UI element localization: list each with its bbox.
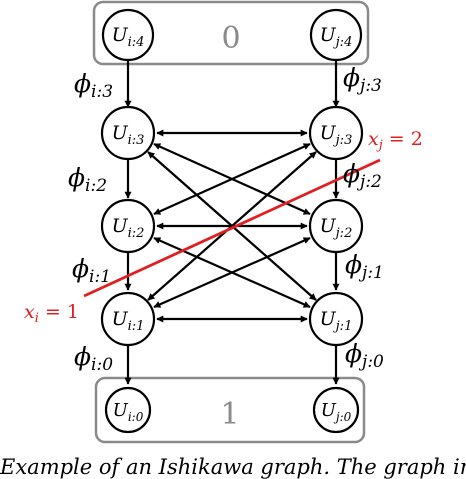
node-j2-circle <box>308 198 364 254</box>
node-i1-sub: i:1 <box>128 319 145 334</box>
nodes: Ui:4 Uj:4 Ui:3 Uj:3 Ui:2 <box>100 8 364 434</box>
label-phi-i1-sub: i:1 <box>89 267 111 287</box>
cut-line <box>83 158 381 298</box>
label-phi-j1-base: ϕ <box>345 250 362 279</box>
node-i4: Ui:4 <box>101 8 155 62</box>
group-top-box <box>92 0 370 66</box>
node-j0: Uj:0 <box>312 386 360 434</box>
node-j4-label: Uj:4 <box>320 24 353 50</box>
node-i3-base: U <box>112 122 129 144</box>
node-j4-sub: j:4 <box>333 35 353 50</box>
node-j2-sub: j:2 <box>333 226 353 241</box>
label-phi-j3-sub: j:3 <box>356 76 382 96</box>
node-i1-base: U <box>112 308 129 330</box>
node-i1-label: Ui:1 <box>112 308 145 334</box>
node-j4-base: U <box>320 24 337 46</box>
edge-labels: ϕi:3 ϕi:2 ϕi:1 ϕi:0 ϕj:3 ϕj:2 ϕj:1 ϕj:0 <box>68 63 384 375</box>
node-j2: Uj:2 <box>308 198 364 254</box>
label-phi-j2-sub: j:2 <box>356 172 382 192</box>
label-phi-j3: ϕj:3 <box>343 63 382 96</box>
node-i0-sub: i:0 <box>128 410 144 424</box>
group-bottom: 1 <box>94 376 366 444</box>
label-phi-i1-base: ϕ <box>72 254 89 283</box>
node-j4: Uj:4 <box>309 8 363 62</box>
label-phi-i3: ϕi:3 <box>74 69 113 102</box>
node-j1-label: Uj:1 <box>320 308 353 334</box>
cut-label-xi-var: x <box>24 301 35 323</box>
edge-j3-i1 <box>147 151 317 301</box>
node-i2: Ui:2 <box>100 198 156 254</box>
node-j3-sub: j:3 <box>333 133 353 148</box>
node-j0-circle <box>312 386 360 434</box>
label-phi-j0-base: ϕ <box>345 339 362 368</box>
label-phi-i0-sub: i:0 <box>91 355 113 375</box>
node-j2-label: Uj:2 <box>320 215 353 241</box>
cut-label-xi-sub: i <box>35 311 39 326</box>
edges <box>124 60 340 385</box>
node-j3-base: U <box>320 122 337 144</box>
cut-label-xj-var: x <box>368 128 379 150</box>
node-j3-circle <box>308 105 364 161</box>
node-i3-sub: i:3 <box>128 133 145 148</box>
label-phi-i1: ϕi:1 <box>72 254 111 287</box>
group-bottom-box <box>94 376 366 444</box>
node-i1-circle <box>100 291 156 347</box>
label-phi-j0: ϕj:0 <box>345 339 384 372</box>
label-phi-j3-base: ϕ <box>343 63 360 92</box>
node-i4-base: U <box>112 24 129 46</box>
label-phi-j1: ϕj:1 <box>345 250 384 283</box>
node-i4-label: Ui:4 <box>112 24 145 50</box>
label-phi-j1-sub: j:1 <box>358 263 384 283</box>
cut-label-xi: xi = 1 <box>24 301 79 326</box>
node-j0-base: U <box>321 400 337 421</box>
node-j1-sub: j:1 <box>333 319 353 334</box>
label-phi-i0-base: ϕ <box>74 342 91 371</box>
label-phi-j2: ϕj:2 <box>343 159 382 192</box>
node-j1-base: U <box>320 308 337 330</box>
node-j0-sub: j:0 <box>333 410 352 424</box>
label-phi-i2: ϕi:2 <box>68 163 107 196</box>
node-j1-circle <box>308 291 364 347</box>
label-phi-i3-base: ϕ <box>74 69 91 98</box>
node-i2-circle <box>100 198 156 254</box>
label-phi-i2-sub: i:2 <box>85 176 107 196</box>
label-phi-i3-sub: i:3 <box>91 82 113 102</box>
node-j1: Uj:1 <box>308 291 364 347</box>
label-phi-j2-base: ϕ <box>343 159 360 188</box>
cut-labels: xj = 2 xi = 1 <box>24 128 423 326</box>
node-j4-circle <box>309 8 363 62</box>
node-i3: Ui:3 <box>100 105 156 161</box>
node-i2-label: Ui:2 <box>112 215 145 241</box>
node-j0-label: Uj:0 <box>321 400 352 424</box>
node-i2-base: U <box>112 215 129 237</box>
group-top-label: 0 <box>221 21 240 56</box>
figure-caption: Example of an Ishikawa graph. The graph … <box>0 455 466 479</box>
node-i0-circle <box>104 386 152 434</box>
node-i1: Ui:1 <box>100 291 156 347</box>
label-phi-i0: ϕi:0 <box>74 342 113 375</box>
cut-label-xj: xj = 2 <box>368 128 423 153</box>
label-phi-i2-base: ϕ <box>68 163 85 192</box>
node-j2-base: U <box>320 215 337 237</box>
node-i4-sub: i:4 <box>128 35 145 50</box>
node-i0-base: U <box>113 400 129 421</box>
node-i4-circle <box>101 8 155 62</box>
group-top: 0 <box>92 0 370 66</box>
cut-label-xj-sub: j <box>376 138 383 153</box>
node-j3: Uj:3 <box>308 105 364 161</box>
node-i0-label: Ui:0 <box>113 400 144 424</box>
group-bottom-label: 1 <box>220 397 239 432</box>
node-i0: Ui:0 <box>104 386 152 434</box>
cut-label-xj-rest: = 2 <box>383 128 423 150</box>
node-i2-sub: i:2 <box>128 226 145 241</box>
node-i3-label: Ui:3 <box>112 122 145 148</box>
node-i3-circle <box>100 105 156 161</box>
label-phi-j0-sub: j:0 <box>358 352 384 372</box>
cut-label-xi-rest: = 1 <box>39 301 79 323</box>
node-j3-label: Uj:3 <box>320 122 353 148</box>
